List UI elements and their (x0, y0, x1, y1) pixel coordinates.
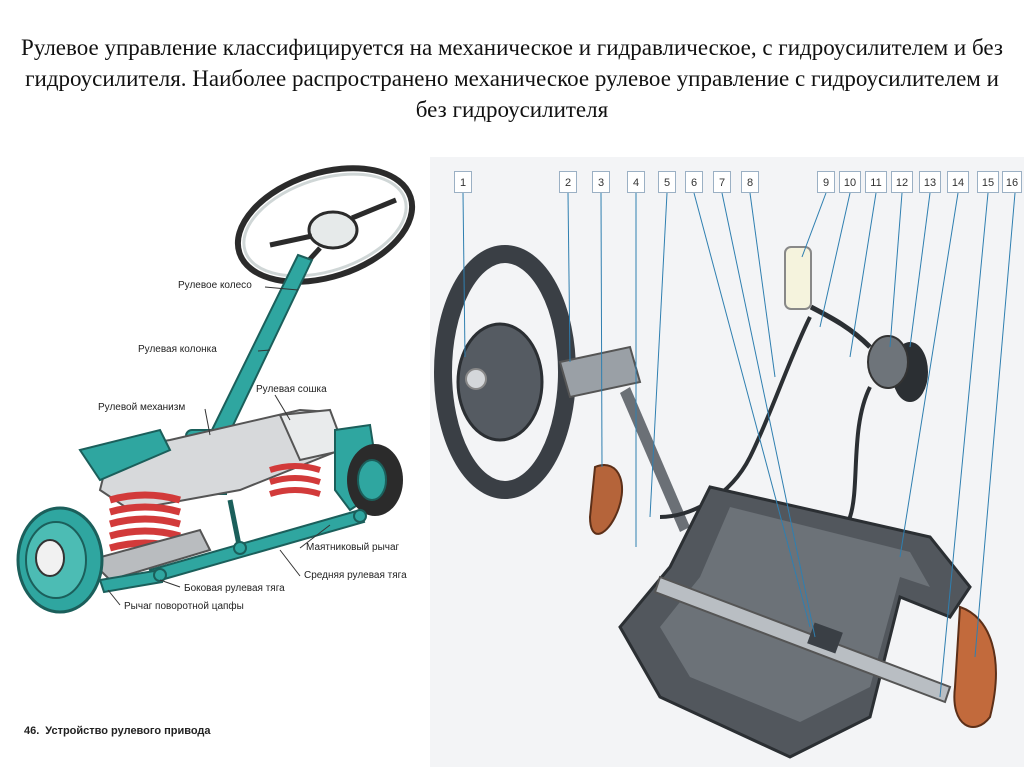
callout-11: 11 (865, 171, 887, 193)
label-side-link: Боковая рулевая тяга (184, 583, 285, 594)
callout-6: 6 (685, 171, 703, 193)
label-pitman-arm: Рулевая сошка (256, 384, 327, 395)
callout-2: 2 (559, 171, 577, 193)
callout-16: 16 (1002, 171, 1022, 193)
linkage-illustration (16, 165, 416, 614)
callout-12: 12 (891, 171, 913, 193)
power-steering-illustration (434, 192, 1016, 759)
label-idler-arm: Маятниковый рычаг (306, 542, 400, 553)
label-steering-column: Рулевая колонка (138, 344, 217, 355)
callout-7: 7 (713, 171, 731, 193)
caption-number: 46. (24, 725, 40, 737)
label-knuckle-arm: Рычаг поворотной цапфы (124, 601, 244, 612)
callout-1: 1 (454, 171, 472, 193)
label-center-link: Средняя рулевая тяга (304, 570, 407, 581)
page-title: Рулевое управление классифицируется на м… (21, 35, 1003, 122)
callout-3: 3 (592, 171, 610, 193)
callout-8: 8 (741, 171, 759, 193)
callout-14: 14 (947, 171, 969, 193)
callout-4: 4 (627, 171, 645, 193)
callout-9: 9 (817, 171, 835, 193)
label-steering-gear: Рулевой механизм (98, 402, 186, 413)
power-steering-diagram: 1 2 3 4 5 6 7 8 9 10 11 12 13 14 15 16 (430, 157, 1024, 767)
callout-5: 5 (658, 171, 676, 193)
label-steering-wheel: Рулевое колесо (178, 280, 252, 291)
callout-13: 13 (919, 171, 941, 193)
figure-caption: 46. Устройство рулевого привода (24, 725, 211, 737)
caption-text: Устройство рулевого привода (45, 725, 211, 737)
callout-15: 15 (977, 171, 999, 193)
callout-10: 10 (839, 171, 861, 193)
steering-linkage-diagram: Рулевое колесо Рулевая колонка Рулевой м… (0, 150, 430, 767)
